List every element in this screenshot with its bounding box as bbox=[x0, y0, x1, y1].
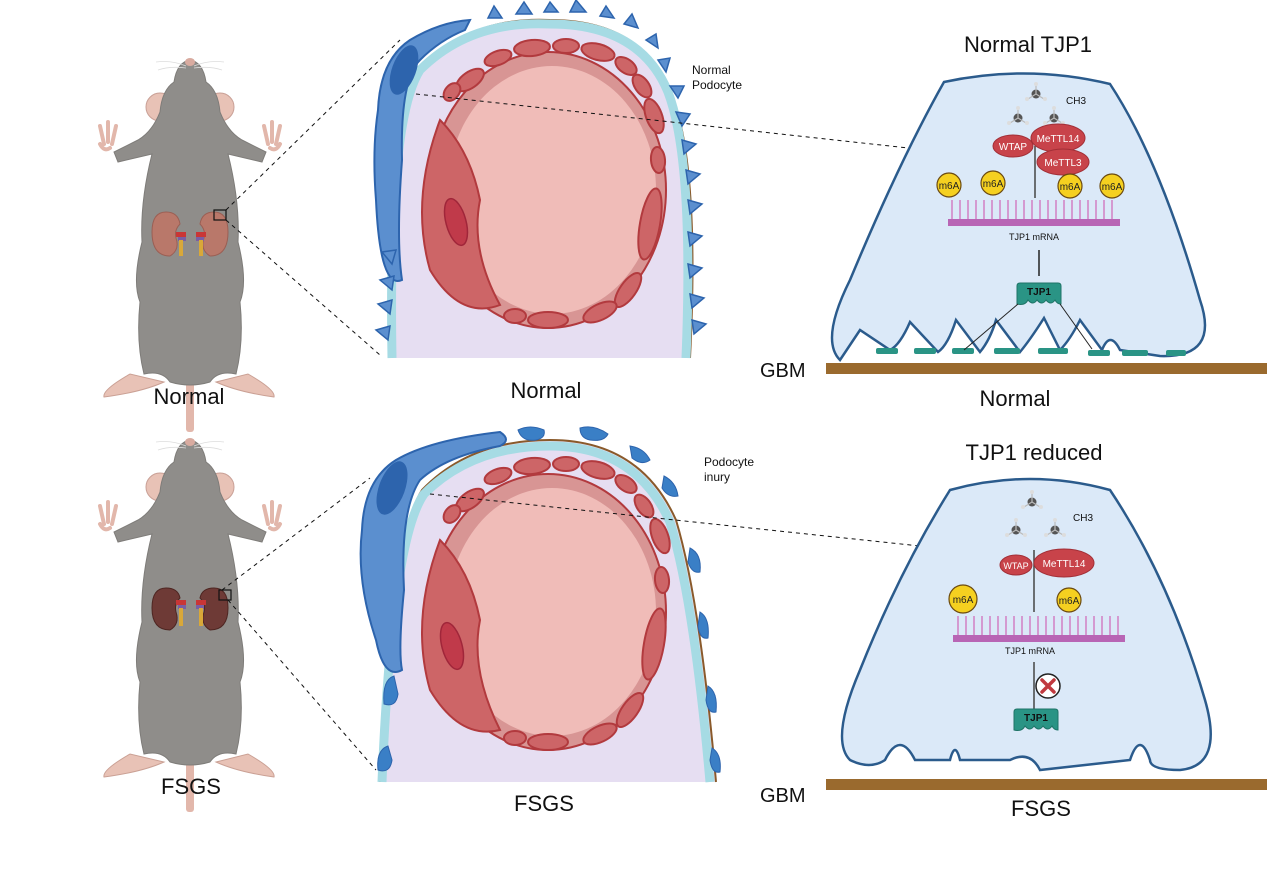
mrna-strand bbox=[948, 200, 1120, 226]
m6a-marks bbox=[948, 584, 1082, 614]
kidney-right bbox=[196, 211, 229, 257]
enzyme-mettl14 bbox=[1033, 548, 1095, 578]
normal-glomerulus-label: Normal bbox=[511, 378, 582, 403]
fsgs-glomerulus-label: FSGS bbox=[514, 791, 574, 816]
podocyte-label: Podocyte bbox=[704, 455, 754, 469]
x-circle-icon bbox=[1035, 673, 1061, 699]
fsgs-cell-title: TJP1 reduced bbox=[966, 440, 1103, 465]
gbm-label: GBM bbox=[760, 360, 806, 382]
tjp1-label: TJP1 bbox=[1024, 713, 1048, 724]
capillary-cells bbox=[442, 38, 667, 329]
enzyme-label: MeTTL3 bbox=[1044, 158, 1082, 169]
m6a-label: m6A bbox=[939, 181, 960, 192]
m6a-label: m6A bbox=[1102, 182, 1123, 193]
m6a-label: m6A bbox=[1060, 182, 1081, 193]
enzyme-label: MeTTL14 bbox=[1043, 559, 1086, 570]
fsgs-podocyte-cell: CH3 WTAP MeTTL14 m6A m6A TJP1 mRNA TJP1 bbox=[840, 477, 1212, 772]
enzyme-wtap bbox=[992, 134, 1034, 158]
podocyte-label: Normal bbox=[692, 63, 731, 77]
mrna-strand bbox=[953, 616, 1125, 642]
zoom-line bbox=[415, 93, 909, 149]
foot-processes bbox=[374, 0, 708, 342]
normal-podocyte-cell: WTAP MeTTL14 MeTTL3 CH3 m6A m6A m6A m6A … bbox=[830, 72, 1207, 362]
normal-mouse bbox=[98, 56, 282, 434]
normal-mouse-label: Normal bbox=[154, 384, 225, 409]
zoom-line bbox=[225, 219, 381, 356]
kidney-right bbox=[196, 587, 229, 631]
zoom-line bbox=[221, 477, 371, 591]
enzyme-mettl3 bbox=[1036, 148, 1090, 176]
podocyte bbox=[359, 426, 721, 773]
normal-cell-label: Normal bbox=[980, 386, 1051, 411]
m6a-marks bbox=[936, 170, 1125, 199]
gbm-label: GBM bbox=[760, 785, 806, 807]
enzyme-label: WTAP bbox=[999, 142, 1027, 153]
kidney-left bbox=[151, 587, 186, 631]
m6a-label: m6A bbox=[983, 179, 1004, 190]
zoom-line bbox=[429, 493, 921, 547]
mrna-label: TJP1 mRNA bbox=[1009, 232, 1059, 242]
tjp1-junctions bbox=[876, 348, 1186, 356]
podocyte-label: inury bbox=[704, 470, 730, 484]
capillary-cells bbox=[442, 456, 671, 751]
enzyme-wtap bbox=[999, 554, 1033, 576]
effaced-foot-processes bbox=[377, 426, 721, 773]
normal-glomerulus bbox=[373, 0, 708, 359]
fsgs-cell-label: FSGS bbox=[1011, 796, 1071, 821]
enzyme-label: MeTTL14 bbox=[1037, 134, 1080, 145]
m6a-label: m6A bbox=[1059, 596, 1080, 607]
tjp1-label: TJP1 bbox=[1027, 287, 1051, 298]
podocyte bbox=[373, 0, 708, 342]
arrow bbox=[963, 303, 1019, 351]
m6a-label: m6A bbox=[953, 595, 974, 606]
zoom-line bbox=[227, 599, 377, 771]
enzyme-label: WTAP bbox=[1003, 561, 1028, 571]
zoom-box bbox=[218, 589, 232, 601]
gbm-bar bbox=[826, 363, 1267, 374]
podocyte-label: Podocyte bbox=[692, 78, 742, 92]
methyl-label: CH3 bbox=[1073, 513, 1093, 524]
zoom-box bbox=[213, 209, 227, 221]
arrow bbox=[1059, 303, 1093, 350]
methyl-label: CH3 bbox=[1066, 96, 1086, 107]
fsgs-mouse bbox=[98, 436, 282, 814]
zoom-line bbox=[225, 39, 401, 211]
fsgs-mouse-label: FSGS bbox=[161, 774, 221, 799]
mrna-label: TJP1 mRNA bbox=[1005, 646, 1055, 656]
normal-cell-title: Normal TJP1 bbox=[964, 32, 1092, 57]
gbm-bar bbox=[826, 779, 1267, 790]
fsgs-glomerulus bbox=[359, 426, 721, 783]
kidney-left bbox=[151, 211, 186, 257]
